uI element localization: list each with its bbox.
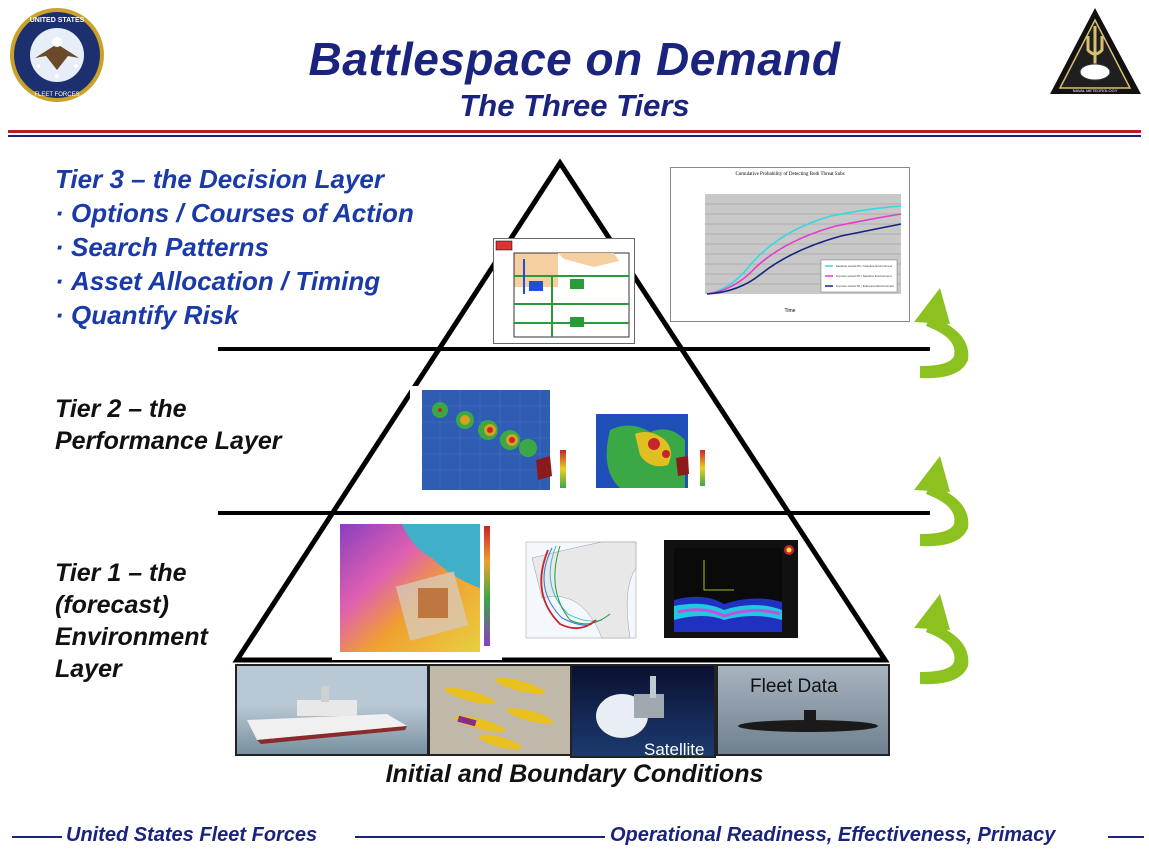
submarine-photo: Fleet Data xyxy=(716,664,890,756)
footer-left-text: United States Fleet Forces xyxy=(66,824,318,846)
tier3-bullet: Search Patterns xyxy=(55,230,414,264)
legend-entry: baseline sorted Pb / baseline Environmen… xyxy=(836,264,893,268)
ocean-forecast-map xyxy=(332,518,502,660)
curved-arrow-icon xyxy=(910,450,982,558)
svg-text:FLEET FORCES: FLEET FORCES xyxy=(34,92,79,98)
storm-track-plot xyxy=(512,528,644,654)
performance-heatmap-1 xyxy=(410,386,578,494)
tier1-label-line: Environment xyxy=(55,623,208,651)
footer-rule xyxy=(1108,836,1144,838)
tier2-label: Tier 2 – the Performance Layer xyxy=(55,393,282,457)
footer-rule xyxy=(355,836,605,838)
inset-chart-xlabel: Time xyxy=(784,308,796,314)
svg-text:NAVAL METEOROLOGY: NAVAL METEOROLOGY xyxy=(1073,88,1118,93)
tier2-label-line: Performance Layer xyxy=(55,427,282,455)
right-meteorology-logo: NAVAL METEOROLOGY xyxy=(1048,6,1143,98)
tier3-bullet: Quantify Risk xyxy=(55,298,414,332)
inset-chart-legend: baseline sorted Pb / baseline Environmen… xyxy=(836,261,896,291)
performance-heatmap-2 xyxy=(590,410,715,494)
tier3-text-block: Tier 3 – the Decision Layer Options / Co… xyxy=(55,162,414,332)
tier3-bullet: Options / Courses of Action xyxy=(55,196,414,230)
tier3-bullet: Asset Allocation / Timing xyxy=(55,264,414,298)
legend-entry: improve sorted Pb / Enhanced Environment xyxy=(836,284,895,288)
search-pattern-schematic xyxy=(493,238,635,344)
initial-boundary-conditions-label: Initial and Boundary Conditions xyxy=(385,760,764,788)
inset-chart-title: Cumulative Probability of Detecting Both… xyxy=(735,172,845,177)
tier2-label-line: Tier 2 – the xyxy=(55,395,187,423)
slide-subtitle: The Three Tiers xyxy=(459,88,690,123)
footer-rule xyxy=(12,836,62,838)
survey-ship-photo xyxy=(235,664,429,756)
footer-right-text: Operational Readiness, Effectiveness, Pr… xyxy=(610,824,1056,846)
tier3-heading: Tier 3 – the Decision Layer xyxy=(55,164,384,194)
left-seal-logo: UNITED STATES FLEET FORCES xyxy=(8,6,106,104)
legend-entry: improve sorted Pb / baseline Environment xyxy=(836,274,892,278)
detection-probability-chart: Cumulative Probability of Detecting Both… xyxy=(670,167,910,322)
tier1-label-line: (forecast) xyxy=(55,591,169,619)
svg-text:UNITED STATES: UNITED STATES xyxy=(30,17,85,24)
slide-title: Battlespace on Demand xyxy=(308,33,841,85)
ocean-profile-plot xyxy=(664,540,798,638)
satellite-photo: Satellite xyxy=(570,664,716,758)
header-rule-red xyxy=(8,130,1141,133)
header-rule-blue xyxy=(8,135,1141,137)
tier1-label: Tier 1 – the (forecast) Environment Laye… xyxy=(55,557,208,685)
satellite-label: Satellite xyxy=(644,740,705,758)
underwater-gliders-photo xyxy=(428,664,572,756)
tier1-label-line: Layer xyxy=(55,655,122,683)
fleet-data-label: Fleet Data xyxy=(750,676,838,697)
tier1-label-line: Tier 1 – the xyxy=(55,559,187,587)
curved-arrow-icon xyxy=(910,588,982,696)
curved-arrow-icon xyxy=(910,282,982,390)
